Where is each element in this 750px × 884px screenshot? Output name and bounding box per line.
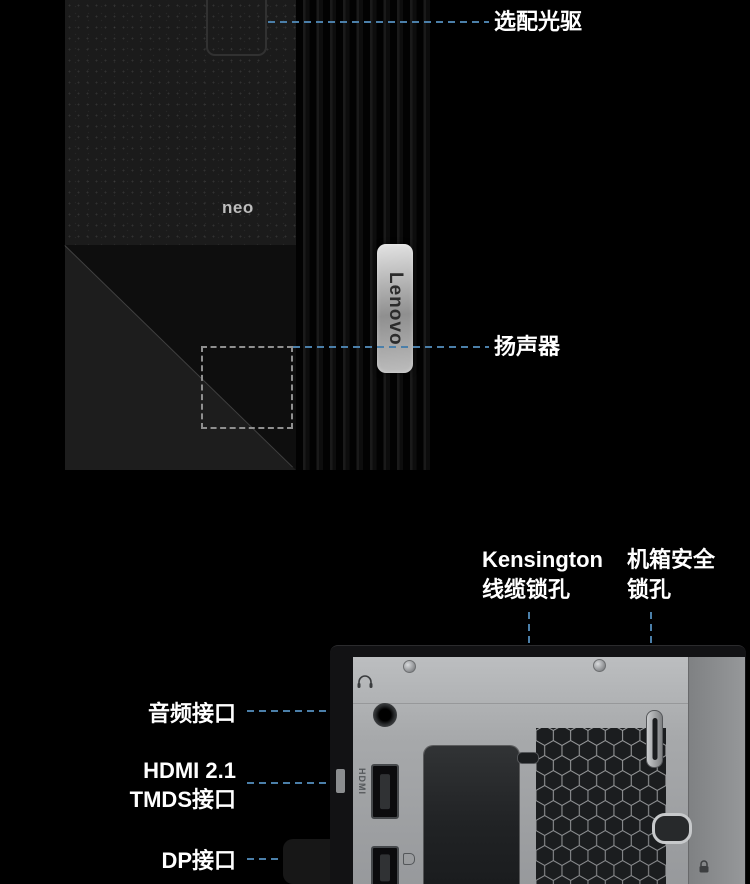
dp-port-opening [380, 853, 390, 882]
side-slot [336, 769, 345, 793]
speaker-label: 扬声器 [494, 334, 561, 359]
hdmi-label-line2: TMDS接口 [129, 787, 236, 812]
hdmi-port-marking: HDMI [357, 768, 367, 795]
speaker-area-outline [201, 346, 293, 429]
hdmi-label-line1: HDMI 2.1 [143, 758, 236, 783]
speaker-callout-line [293, 346, 489, 348]
kensington-label-line1: Kensington [482, 547, 603, 572]
front-panel-texture [65, 0, 296, 255]
optical-drive-label: 选配光驱 [494, 9, 583, 34]
chassis-foot [283, 839, 333, 884]
hdmi-port [371, 764, 399, 819]
lenovo-badge-text: Lenovo [385, 271, 406, 346]
panel-seam [353, 703, 688, 704]
headset-icon [357, 675, 373, 688]
expansion-bracket [424, 746, 519, 884]
screw [593, 659, 606, 672]
panel-shading [65, 245, 296, 470]
tower-front-panel: neo [64, 0, 296, 470]
chassis-lock-label: 机箱安全 锁孔 [627, 545, 715, 605]
kensington-lock-slot [517, 752, 539, 764]
audio-callout-line [247, 710, 365, 712]
chassis-lock-label-line2: 锁孔 [627, 577, 672, 602]
chassis-security-lock-slot [646, 710, 663, 768]
dp-icon [403, 853, 415, 865]
kensington-label-line2: 线缆锁孔 [482, 577, 571, 602]
dp-label: DP接口 [161, 848, 236, 873]
audio-jack-port [373, 703, 397, 727]
dp-port [371, 846, 399, 884]
chassis-security-lock-hole [652, 718, 657, 760]
kensington-label: Kensington 线缆锁孔 [482, 545, 603, 605]
oval-cutout [652, 813, 692, 844]
rear-chassis-frame: HDMI [330, 645, 746, 884]
chassis-lock-label-line1: 机箱安全 [627, 547, 716, 572]
optical-drive-slot [206, 0, 267, 56]
rear-side-strip [688, 657, 745, 884]
rear-io-panel: HDMI [353, 657, 745, 884]
hdmi-callout-line [247, 782, 359, 784]
optical-drive-callout-line [268, 21, 489, 23]
audio-label: 音频接口 [147, 701, 236, 726]
hex-vent-grille [536, 728, 666, 884]
tower-chassis: neo Lenovo [64, 0, 430, 470]
hdmi-port-opening [380, 773, 390, 810]
side-vent-ribs [296, 0, 430, 470]
hdmi-label: HDMI 2.1 TMDS接口 [60, 756, 236, 814]
lenovo-badge: Lenovo [377, 244, 413, 373]
neo-logo: neo [222, 198, 254, 217]
screw [403, 660, 416, 673]
padlock-icon [699, 860, 709, 873]
